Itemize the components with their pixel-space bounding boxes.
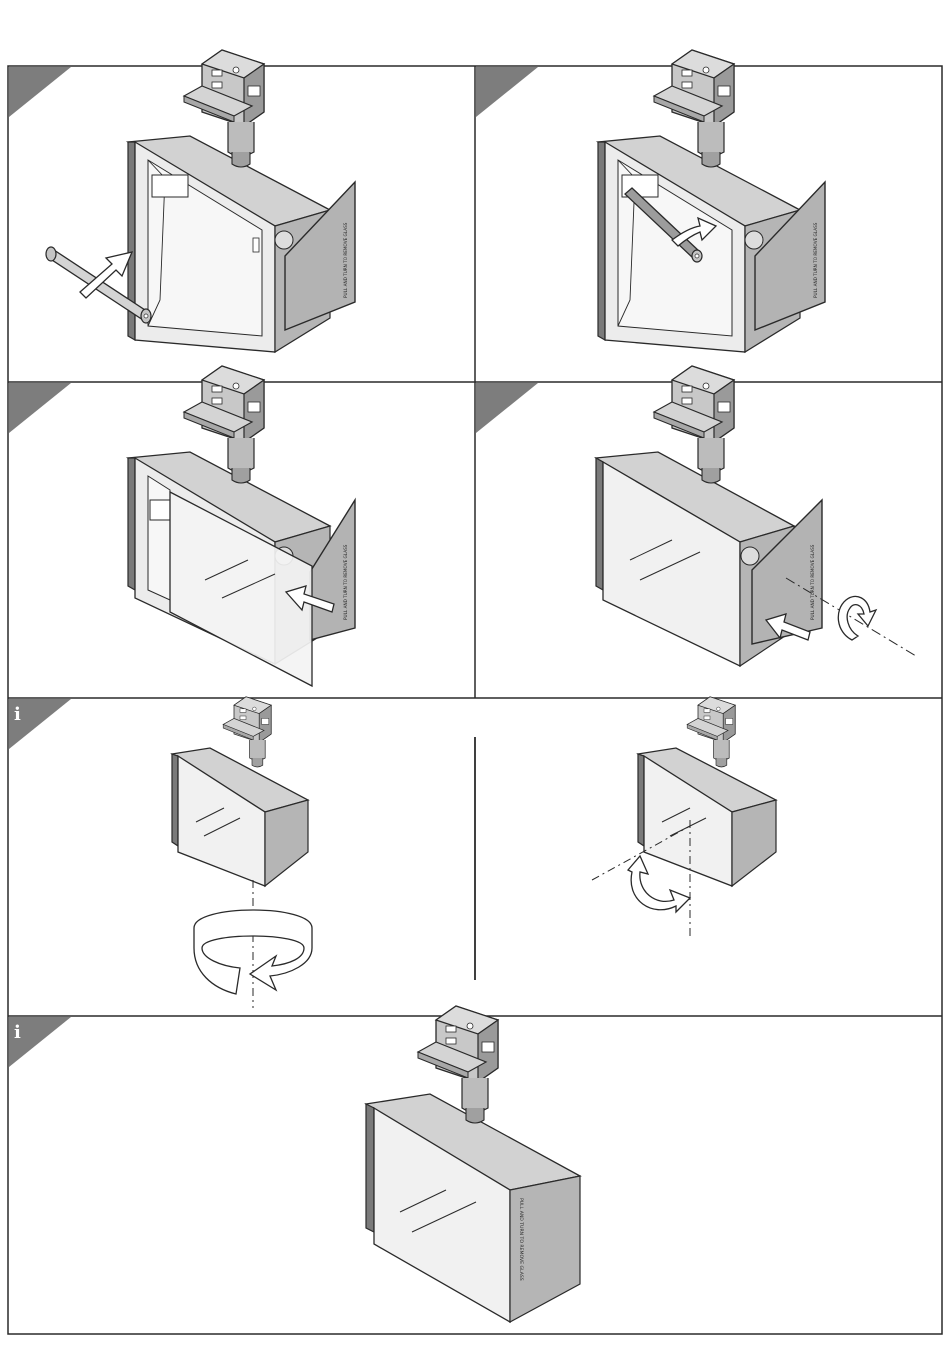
floodlight-icon: PULL AND TURN TO REMOVE GLASS: [596, 452, 822, 666]
step-tab: [9, 383, 71, 433]
door-label: PULL AND TURN TO REMOVE GLASS: [343, 544, 348, 620]
floodlight-icon: PULL AND TURN TO REMOVE GLASS: [598, 136, 825, 352]
door-label: PULL AND TURN TO REMOVE GLASS: [343, 222, 348, 298]
floodlight-icon: PULL AND TURN TO REMOVE GLASS: [128, 452, 355, 686]
panel-2: PULL AND TURN TO REMOVE GLASS: [476, 50, 825, 352]
panel-6: i PULL AND TURN TO REMOVE GLASS: [9, 1006, 580, 1322]
door-label: PULL AND TURN TO REMOVE GLASS: [810, 544, 815, 620]
panel-3: PULL AND TURN TO REMOVE GLASS: [9, 366, 355, 686]
track-adapter-icon: [223, 697, 271, 767]
door-label: PULL AND TURN TO REMOVE GLASS: [518, 1198, 524, 1281]
step-tab: [476, 67, 538, 117]
step-tab: [9, 67, 71, 117]
floodlight-icon: PULL AND TURN TO REMOVE GLASS: [366, 1094, 580, 1322]
door-label: PULL AND TURN TO REMOVE GLASS: [813, 222, 818, 298]
step-tab: [476, 383, 538, 433]
floodlight-icon: [172, 748, 308, 886]
info-icon: i: [14, 1022, 21, 1043]
panel-5: i: [9, 697, 776, 1008]
info-icon: i: [14, 704, 21, 725]
panel-4: PULL AND TURN TO REMOVE GLASS: [476, 366, 916, 666]
track-adapter-icon: [687, 697, 735, 767]
panel-1: PULL AND TURN TO REMOVE GLASS: [9, 50, 355, 352]
floodlight-icon: PULL AND TURN TO REMOVE GLASS: [128, 136, 355, 352]
floodlight-icon: [638, 748, 776, 886]
rotate-arrow-icon: [838, 596, 876, 640]
